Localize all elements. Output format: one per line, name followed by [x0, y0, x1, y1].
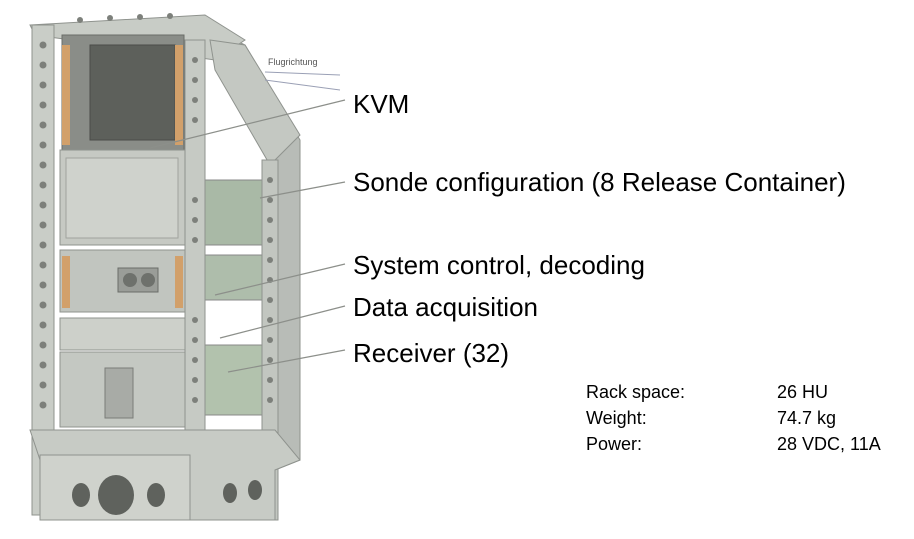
flight-arrow-lower: [264, 79, 341, 91]
flight-arrow-upper: [264, 71, 341, 76]
spec-weight-name: Weight:: [586, 408, 647, 428]
spec-rack-space-name: Rack space:: [586, 382, 686, 402]
label-data-acquisition: Data acquisition: [353, 292, 538, 322]
flight-direction-label: Flugrichtung: [268, 57, 318, 67]
leader-sonde: [259, 181, 346, 199]
spec-power-value: 28 VDC, 11A: [777, 434, 881, 454]
leader-system: [214, 263, 346, 296]
label-receiver: Receiver (32): [353, 338, 510, 368]
label-system-control: System control, decoding: [353, 250, 645, 280]
spec-rack-space-value: 26 HU: [777, 382, 829, 402]
label-sonde-configuration: Sonde configuration (8 Release Container…: [353, 167, 846, 197]
label-kvm: KVM: [353, 89, 410, 119]
spec-power-name: Power:: [586, 434, 643, 454]
spec-weight-value: 74.7 kg: [777, 408, 837, 428]
leader-data: [219, 305, 346, 339]
leader-receiver: [227, 349, 346, 373]
leader-kvm: [149, 99, 346, 149]
